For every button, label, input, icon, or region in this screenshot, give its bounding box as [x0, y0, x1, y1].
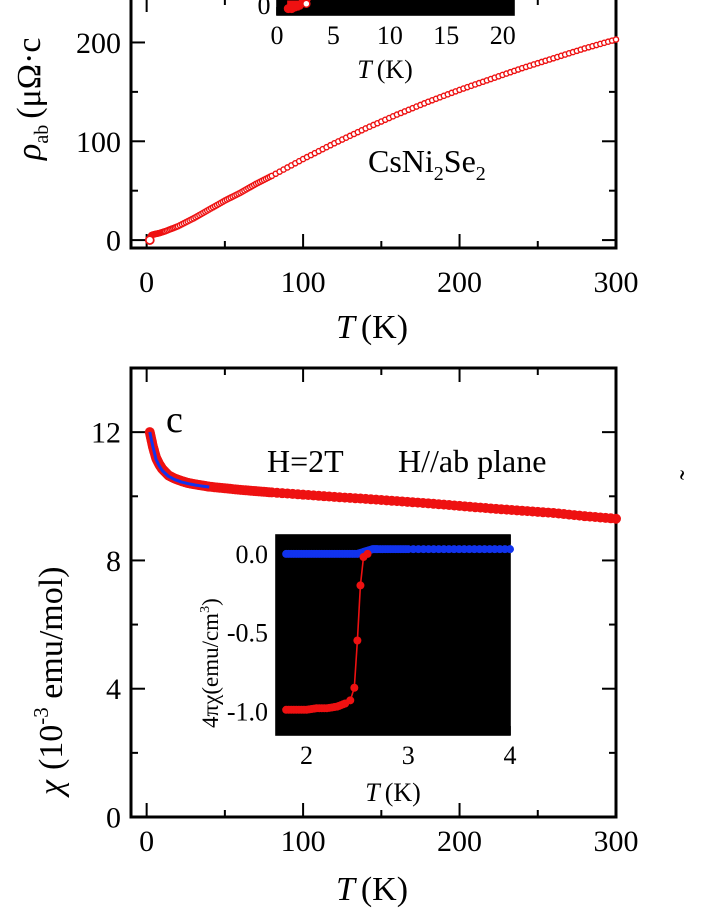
- bottom-x-axis-label: T(K): [336, 871, 408, 908]
- top-y-axis-label: ρab(μΩ·c: [11, 38, 53, 161]
- zfc-point: [353, 636, 362, 645]
- bottom-y-tick-label: 0: [106, 802, 121, 835]
- top-axis-ticks: [131, 0, 617, 248]
- inset-x-tick-label: 3: [402, 741, 415, 770]
- top-x-tick-label: 300: [594, 266, 639, 299]
- top-inset-frame: [273, 0, 518, 19]
- inset-field-label: H=5 Oe: [385, 579, 468, 608]
- top-inset-tick-labels: 0 5 10 15 20: [271, 21, 516, 50]
- resistivity-point: [144, 235, 155, 245]
- top-inset-x-tick-label: 0: [271, 21, 284, 50]
- fit-line: [148, 431, 210, 489]
- top-sample-label: CsNi2Se2: [368, 143, 486, 185]
- inset-zfc-label: ZFC: [298, 675, 346, 704]
- top-resistivity-series: [144, 36, 620, 245]
- top-y-tick-label: 200: [76, 27, 121, 60]
- bottom-x-tick-label: 300: [594, 825, 639, 858]
- bottom-y-tick-label: 8: [106, 545, 121, 578]
- inset-y-tick-label: -1.0: [227, 697, 268, 726]
- inset-fc-label: FC: [309, 571, 341, 600]
- zfc-point: [363, 549, 372, 558]
- bottom-axis-ticks: [131, 368, 617, 818]
- bottom-y-tick-label: 12: [91, 417, 121, 450]
- bottom-inset: 2 3 4 0.0 -0.5 -1.0 FC H=5 Oe H//ab ZFC (iii)…: [198, 534, 517, 807]
- bottom-plot-frame: [129, 366, 618, 819]
- top-inset-point-cluster: [287, 0, 300, 11]
- bottom-x-tick-label: 100: [281, 825, 326, 858]
- bottom-y-axis-label: χ(10-3 emu/mol): [29, 567, 70, 799]
- top-x-tick-label: 100: [281, 266, 326, 299]
- top-tick-labels: 0 100 200 300 0 100 200: [76, 27, 639, 299]
- top-y-tick-label: 100: [76, 126, 121, 159]
- top-axes-box: [129, 0, 618, 250]
- inset-orientation-label: H//ab: [400, 614, 458, 643]
- top-inset-y-tick-0: 0: [258, 0, 271, 20]
- bottom-inset-box: [275, 534, 511, 736]
- top-plot-frame: [129, 0, 618, 250]
- top-inset-x-tick-label: 5: [327, 21, 340, 50]
- inset-zfc-series: [282, 549, 372, 714]
- bottom-fit-curve: [148, 431, 210, 489]
- inset-x-axis-label: T(K): [365, 778, 421, 807]
- fc-point: [506, 545, 514, 554]
- bottom-axes-box: [129, 366, 618, 819]
- bottom-inset-frame: [275, 534, 511, 736]
- top-inset-box: [276, 0, 515, 16]
- top-y-tick-label: 0: [106, 225, 121, 258]
- top-inset-series: [283, 0, 311, 14]
- bottom-susceptibility-series: [144, 427, 621, 524]
- inset-fc-series: [282, 545, 514, 558]
- inset-y-tick-label: -0.5: [227, 619, 268, 648]
- right-edge-glyph: ˜: [674, 470, 707, 480]
- panel-letter: c: [166, 399, 183, 441]
- bottom-y-tick-label: 4: [106, 673, 121, 706]
- top-inset-x-tick-label: 15: [433, 21, 459, 50]
- inset-y-axis-label: 4πχ(emu/cm3): [198, 598, 223, 728]
- bottom-field-label: H=2T: [267, 443, 344, 479]
- resistivity-point: [612, 36, 620, 43]
- inset-x-tick-label: 4: [504, 741, 517, 770]
- top-inset: 0 5 10 15 20 0 T(K): [258, 0, 518, 84]
- bottom-tick-labels: 0 100 200 300 0 4 8 12: [91, 417, 639, 858]
- top-x-axis-label: T(K): [336, 309, 408, 346]
- zfc-point: [356, 581, 365, 590]
- top-x-tick-label: 0: [139, 266, 154, 299]
- inset-x-tick-label: 2: [300, 741, 313, 770]
- bottom-orientation-label: H//ab plane: [398, 443, 546, 479]
- zfc-point: [350, 683, 359, 692]
- zfc-point: [346, 696, 355, 705]
- bottom-x-tick-label: 200: [437, 825, 482, 858]
- top-x-tick-label: 200: [437, 266, 482, 299]
- inset-panel-tag: (iii): [408, 675, 447, 704]
- top-inset-point: [302, 0, 311, 8]
- bottom-panel: 0 100 200 300 0 4 8 12 c H=2T H//ab plane χ(10-…: [29, 366, 639, 908]
- top-inset-x-tick-label: 20: [490, 21, 516, 50]
- top-inset-x-tick-label: 10: [377, 21, 403, 50]
- susceptibility-point: [611, 513, 621, 524]
- bottom-x-tick-label: 0: [139, 825, 154, 858]
- top-inset-x-axis-label: T(K): [357, 55, 413, 84]
- bottom-inset-tick-labels: 2 3 4 0.0 -0.5 -1.0: [227, 540, 517, 770]
- top-inset-ticks: [276, 7, 504, 15]
- inset-y-tick-label: 0.0: [236, 540, 269, 569]
